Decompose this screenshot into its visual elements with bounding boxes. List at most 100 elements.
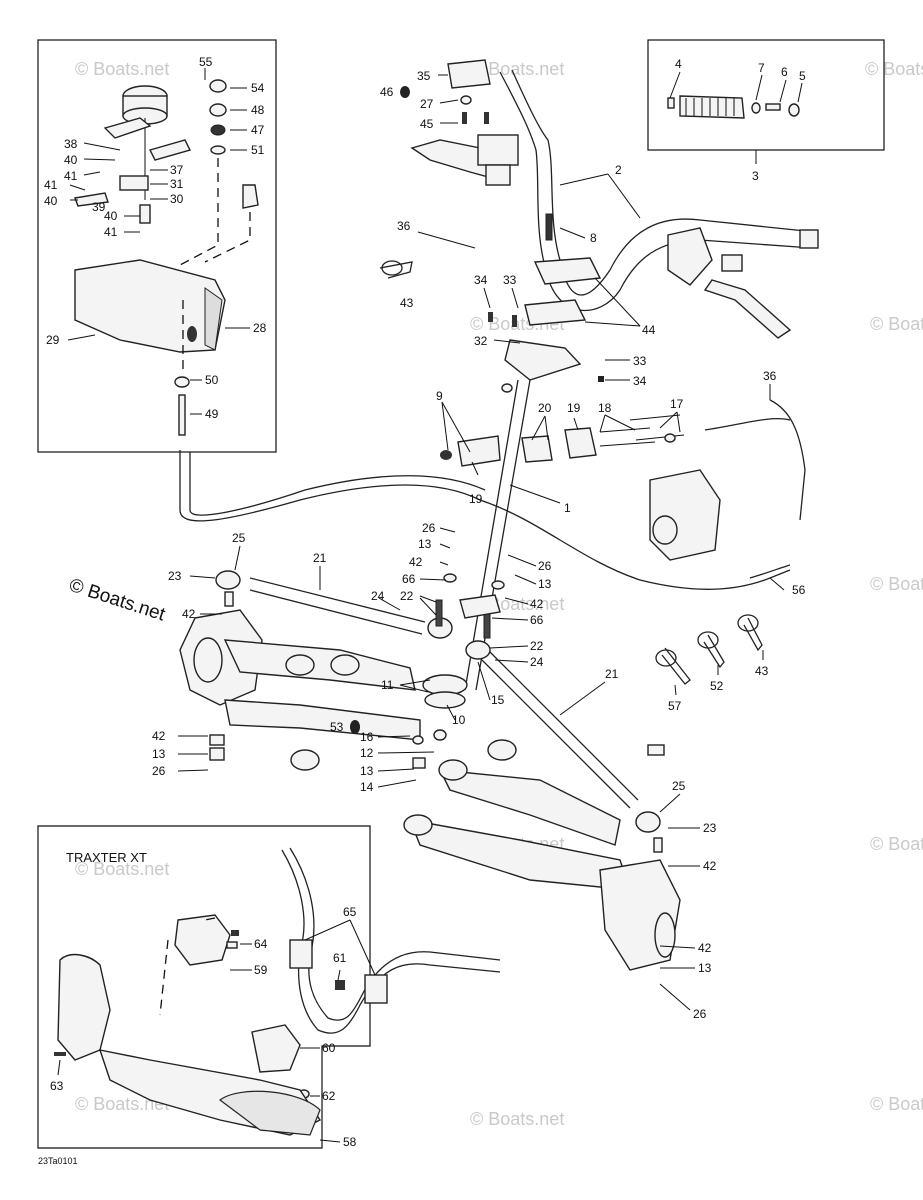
callout-13: 13 — [538, 577, 552, 591]
callout-36: 36 — [397, 219, 411, 233]
callout-34: 34 — [474, 273, 488, 287]
callout-22: 22 — [530, 639, 544, 653]
choke-cable-drawing — [749, 564, 791, 579]
callout-42: 42 — [409, 555, 423, 569]
callout-66: 66 — [530, 613, 544, 627]
throttle-block-drawing — [400, 59, 491, 124]
inset-box-top-left — [37, 39, 277, 453]
dashed-leader-screw — [204, 212, 251, 263]
tie-rod-lower-drawing — [481, 651, 663, 853]
callout-41: 41 — [104, 225, 118, 239]
callout-13: 13 — [698, 961, 712, 975]
inset-title: TRAXTER XT — [66, 850, 147, 865]
callout-26: 26 — [422, 521, 436, 535]
callout-15: 15 — [491, 693, 505, 707]
xt-handguard-drawing — [54, 953, 322, 1136]
xt-bracket-upper-drawing — [174, 914, 239, 966]
callout-61: 61 — [333, 951, 347, 965]
left-knuckle-drawing — [179, 609, 421, 771]
callout-45: 45 — [420, 117, 434, 131]
callout-42: 42 — [182, 607, 196, 621]
inset-box-grip — [647, 39, 885, 151]
callout-43: 43 — [755, 664, 769, 678]
throttle-cable-drawing — [179, 450, 791, 590]
callout-21: 21 — [605, 667, 619, 681]
callouts: 55 54 48 47 51 38 40 41 37 31 41 40 39 3… — [44, 55, 806, 1149]
callout-50: 50 — [205, 373, 219, 387]
callout-43: 43 — [400, 296, 414, 310]
callout-63: 63 — [50, 1079, 64, 1093]
callout-16: 16 — [360, 730, 374, 744]
callout-23: 23 — [703, 821, 717, 835]
callout-24: 24 — [530, 655, 544, 669]
front-cover-drawing — [74, 259, 226, 353]
watermark-foreground: © Boats.net — [66, 575, 168, 626]
callout-40: 40 — [44, 194, 58, 208]
callout-41: 41 — [44, 178, 58, 192]
callout-23: 23 — [168, 569, 182, 583]
watermark: © Boats.net — [75, 1094, 169, 1114]
carburetor-drawing — [649, 399, 806, 561]
callout-42: 42 — [530, 597, 544, 611]
callout-31: 31 — [170, 177, 184, 191]
callout-6: 6 — [781, 65, 788, 79]
brake-lever-left-drawing — [410, 134, 519, 186]
column-bushing-drawing — [440, 414, 685, 467]
callout-57: 57 — [668, 699, 682, 713]
callout-27: 27 — [420, 97, 434, 111]
callout-18: 18 — [598, 401, 612, 415]
callout-42: 42 — [703, 859, 717, 873]
callout-10: 10 — [452, 713, 466, 727]
callout-8: 8 — [590, 231, 597, 245]
callout-21: 21 — [313, 551, 327, 565]
callout-2: 2 — [615, 163, 622, 177]
callout-33: 33 — [503, 273, 517, 287]
callout-64: 64 — [254, 937, 268, 951]
callout-1: 1 — [564, 501, 571, 515]
callout-48: 48 — [251, 103, 265, 117]
callout-17: 17 — [670, 397, 684, 411]
callout-59: 59 — [254, 963, 268, 977]
callout-46: 46 — [380, 85, 394, 99]
callout-65: 65 — [343, 905, 357, 919]
callout-20: 20 — [538, 401, 552, 415]
column-fasteners-drawing — [435, 573, 505, 660]
callout-13: 13 — [152, 747, 166, 761]
callout-41: 41 — [64, 169, 78, 183]
column-lower-drawing — [350, 674, 468, 769]
callout-66: 66 — [402, 572, 416, 586]
callout-49: 49 — [205, 407, 219, 421]
watermark: © Boats.net — [470, 1109, 564, 1129]
handlebar-clamps-drawing — [488, 213, 602, 327]
watermark: © Boats.net — [870, 1094, 923, 1114]
callout-19: 19 — [567, 401, 581, 415]
grip-drawing — [667, 95, 800, 119]
dashed-leader-cap — [179, 158, 219, 266]
callout-26: 26 — [152, 764, 166, 778]
watermark: © Boats.net — [75, 59, 169, 79]
cap-parts-drawing — [209, 79, 259, 209]
callout-30: 30 — [170, 192, 184, 206]
callout-5: 5 — [799, 69, 806, 83]
callout-13: 13 — [360, 764, 374, 778]
xt-handlebar-drawing — [281, 847, 501, 1034]
callout-51: 51 — [251, 143, 265, 157]
callout-47: 47 — [251, 123, 265, 137]
cable-outer-drawing — [189, 452, 486, 516]
callout-42: 42 — [698, 941, 712, 955]
callout-13: 13 — [418, 537, 432, 551]
leader-lines — [57, 68, 803, 1143]
cable-adjuster-drawing — [174, 376, 190, 436]
reference-code: 23Ta0101 — [38, 1156, 78, 1166]
callout-35: 35 — [417, 69, 431, 83]
callout-62: 62 — [322, 1089, 336, 1103]
callout-3: 3 — [752, 169, 759, 183]
tie-rod-upper-drawing — [215, 570, 453, 639]
callout-42: 42 — [152, 729, 166, 743]
callout-7: 7 — [758, 61, 765, 75]
callout-29: 29 — [46, 333, 60, 347]
callout-9: 9 — [436, 389, 443, 403]
watermark: © Boats.net — [870, 574, 923, 594]
callout-25: 25 — [672, 779, 686, 793]
